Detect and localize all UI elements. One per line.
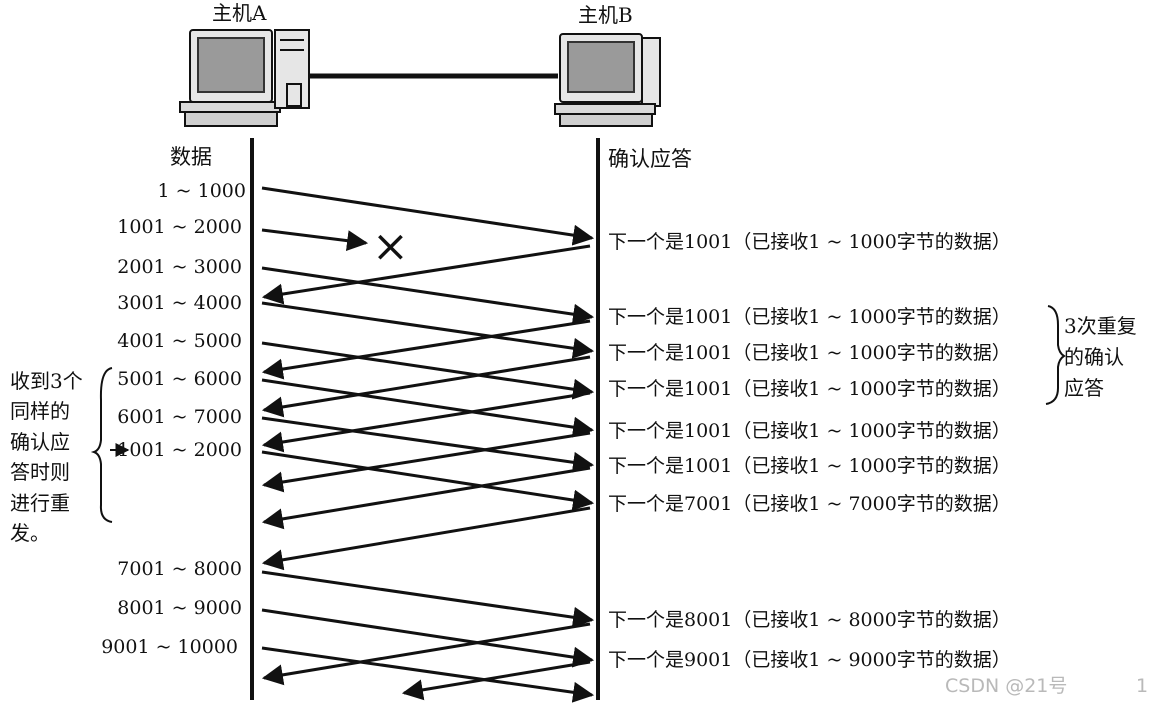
left-note-line: 同样的 <box>10 399 70 423</box>
data-arrow <box>261 186 595 246</box>
data-arrow <box>261 301 595 359</box>
ack-label: 下一个是9001（已接收1 ~ 9000字节的数据） <box>608 649 1011 671</box>
ack-label: 下一个是8001（已接收1 ~ 8000字节的数据） <box>608 609 1011 631</box>
ack-label: 下一个是1001（已接收1 ~ 1000字节的数据） <box>608 455 1011 477</box>
data-arrow <box>261 378 595 438</box>
segment-label: 3001 ~ 4000 <box>117 292 242 314</box>
left-note-line: 进行重 <box>10 491 70 515</box>
left-note-line: 答时则 <box>10 460 70 484</box>
segment-labels: 1 ~ 1000 1001 ~ 2000 2001 ~ 3000 3001 ~ … <box>101 180 246 658</box>
ack-arrow <box>401 660 591 701</box>
right-note-brace <box>1045 305 1066 405</box>
ack-label: 下一个是7001（已接收1 ~ 7000字节的数据） <box>608 493 1011 515</box>
host-a-computer-icon <box>179 29 310 127</box>
segment-label: 5001 ~ 6000 <box>117 368 242 390</box>
page-number: 1 <box>1136 675 1148 697</box>
data-column-header: 数据 <box>170 145 212 169</box>
segment-label: 1 ~ 1000 <box>158 180 246 202</box>
data-arrow <box>261 646 595 703</box>
ack-arrow <box>261 355 591 418</box>
left-note-brace <box>90 367 113 523</box>
ack-label: 下一个是1001（已接收1 ~ 1000字节的数据） <box>608 306 1011 328</box>
ack-column-header: 确认应答 <box>608 147 692 171</box>
data-arrow <box>261 570 595 628</box>
data-arrow <box>261 608 595 668</box>
segment-label: 2001 ~ 3000 <box>117 256 242 278</box>
segment-label: 6001 ~ 7000 <box>117 406 242 428</box>
transmission-arrows <box>261 186 595 703</box>
left-note-line: 收到3个 <box>10 369 83 393</box>
ack-arrow <box>261 244 591 305</box>
right-note-line: 的确认 <box>1064 345 1124 369</box>
data-arrow <box>261 341 595 400</box>
right-note-line: 3次重复 <box>1064 314 1137 338</box>
ack-label: 下一个是1001（已接收1 ~ 1000字节的数据） <box>608 420 1011 442</box>
segment-label: 7001 ~ 8000 <box>117 558 242 580</box>
left-note-line: 发。 <box>10 521 50 545</box>
left-note-line: 确认应 <box>10 430 70 454</box>
lost-data-arrow <box>261 228 369 252</box>
ack-arrow <box>261 506 591 571</box>
segment-label: 4001 ~ 5000 <box>117 330 242 352</box>
segment-label: 8001 ~ 9000 <box>117 597 242 619</box>
ack-arrow <box>261 622 591 686</box>
right-note: 3次重复 的确认 应答 <box>1064 314 1137 400</box>
ack-arrow <box>261 431 591 493</box>
lost-packet-marker: × <box>372 221 409 272</box>
segment-label: 9001 ~ 10000 <box>101 636 238 658</box>
ack-label: 下一个是1001（已接收1 ~ 1000字节的数据） <box>608 342 1011 364</box>
ack-label: 下一个是1001（已接收1 ~ 1000字节的数据） <box>608 378 1011 400</box>
host-b-label: 主机B <box>578 3 633 27</box>
ack-arrow <box>261 466 591 530</box>
data-arrow <box>261 266 595 325</box>
ack-arrow <box>261 391 591 453</box>
segment-label: 1001 ~ 2000 <box>117 216 242 238</box>
retransmit-data-arrow <box>261 450 595 511</box>
ack-labels: 下一个是1001（已接收1 ~ 1000字节的数据） 下一个是1001（已接收1… <box>608 231 1011 671</box>
retransmit-segment-label: 1001 ~ 2000 <box>117 439 242 461</box>
right-note-line: 应答 <box>1064 376 1104 400</box>
ack-arrow <box>261 319 591 380</box>
left-note: 收到3个 同样的 确认应 答时则 进行重 发。 <box>10 369 83 545</box>
host-b-computer-icon <box>554 33 661 127</box>
host-a-label: 主机A <box>212 1 267 25</box>
ack-label: 下一个是1001（已接收1 ~ 1000字节的数据） <box>608 231 1011 253</box>
watermark: CSDN @21号 <box>945 675 1067 697</box>
data-arrow <box>261 416 595 473</box>
